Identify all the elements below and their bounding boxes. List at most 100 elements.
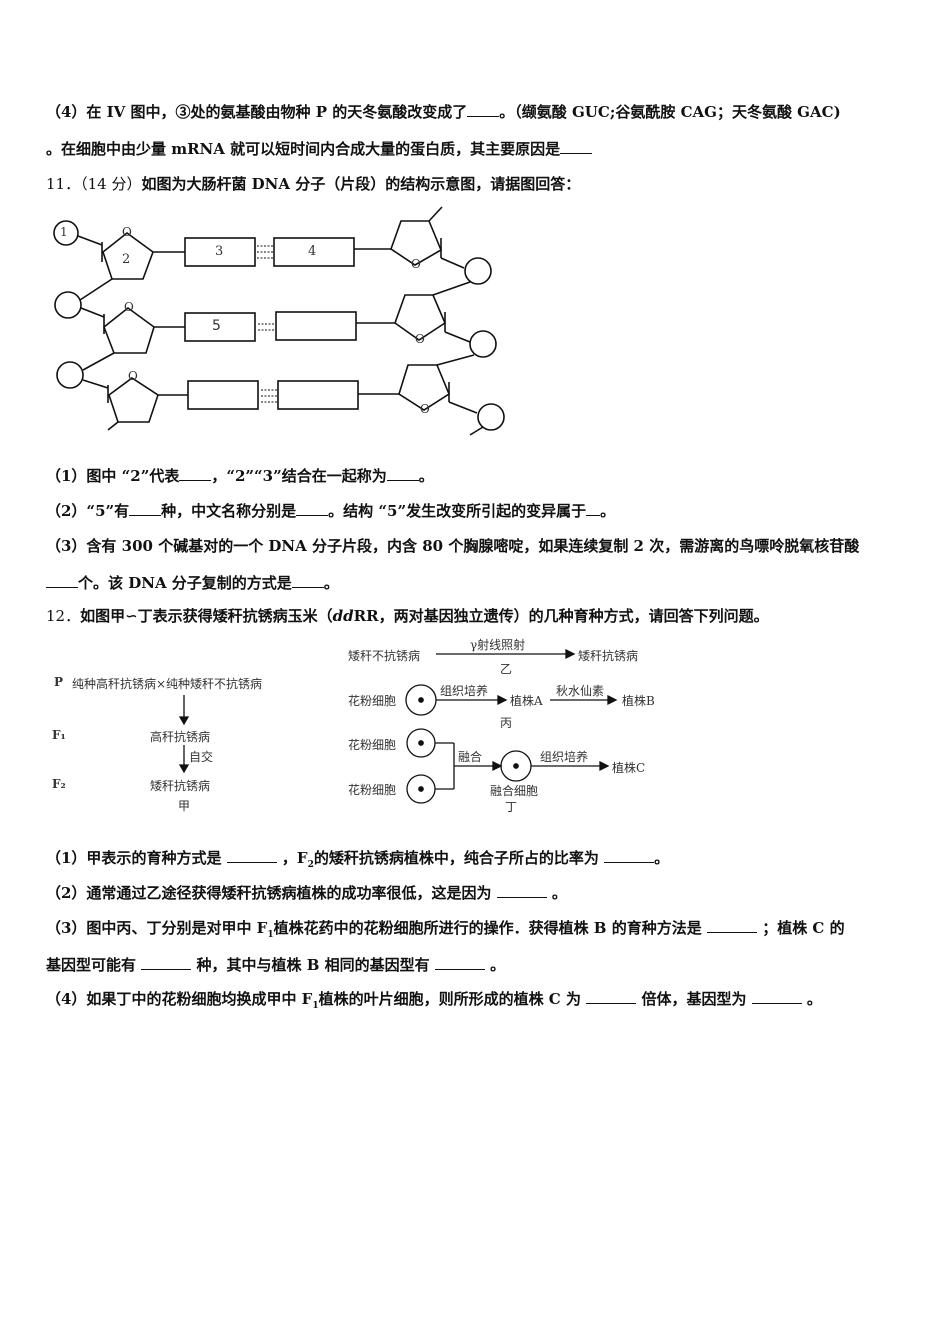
text: （3）图中丙、丁分别是对甲中 F bbox=[46, 919, 268, 937]
f1-phenotype: 高秆抗锈病 bbox=[150, 730, 211, 744]
ding-pollen-cell-1: 花粉细胞 bbox=[348, 738, 397, 752]
oxygen-label: O bbox=[415, 332, 425, 346]
answer-blank[interactable] bbox=[496, 883, 547, 898]
plant-a: 植株A bbox=[510, 694, 543, 708]
q11-sub3-line2: 个。该 DNA 分子复制的方式是 。 bbox=[46, 573, 339, 593]
deoxyribose-2-icon bbox=[102, 231, 154, 280]
answer-blank[interactable] bbox=[386, 466, 419, 481]
q12-sub3-line2: 基因型可能有 种，其中与植株 B 相同的基因型有 。 bbox=[46, 955, 505, 975]
deoxyribose-icon bbox=[103, 306, 155, 354]
label-5: 5 bbox=[212, 318, 221, 334]
label-3: 3 bbox=[215, 244, 224, 259]
answer-blank[interactable] bbox=[751, 989, 802, 1004]
fused-cell-label: 融合细胞 bbox=[490, 784, 539, 798]
q11-sub1: （1）图中 “2”代表 ，“2”“3”结合在一起称为 。 bbox=[46, 466, 434, 486]
parent-cross: 纯种高秆抗锈病×纯种矮秆不抗锈病 bbox=[72, 677, 263, 691]
figure-yi-bing-ding: 矮秆不抗锈病 γ射线照射 乙 矮秆抗锈病 花粉细胞 组织培养 植株A 秋水仙素 … bbox=[340, 630, 680, 820]
phosphate-1-icon bbox=[53, 220, 79, 246]
text: 植株的叶片细胞，则所形成的植株 C 为 bbox=[318, 990, 581, 1008]
q10-part4-text: （4）在 IV 图中，③处的氨基酸由物种 P 的天冬氨酸改变成了 bbox=[46, 103, 468, 121]
answer-blank[interactable] bbox=[434, 955, 485, 970]
text: 。结构 “5”发生改变所引起的变异属于 bbox=[328, 502, 587, 520]
text: 倍体，基因型为 bbox=[641, 990, 747, 1008]
q12-stem: 12．如图甲∽丁表示获得矮秆抗锈病玉米（ddRR，两对基因独立遗传）的几种育种方… bbox=[46, 606, 769, 626]
text: （1）图中 “2”代表 bbox=[46, 467, 180, 485]
f2-label: F₂ bbox=[52, 777, 66, 791]
oxygen-label: O bbox=[124, 300, 134, 314]
bing-pollen-cell: 花粉细胞 bbox=[348, 694, 397, 708]
genotype-rr: RR bbox=[353, 607, 379, 625]
text: 个。该 DNA 分子复制的方式是 bbox=[78, 574, 292, 592]
question-score: （14 分） bbox=[80, 175, 142, 193]
figure-caption-ding: 丁 bbox=[505, 800, 518, 814]
question-stem-end: ，两对基因独立遗传）的几种育种方式，请回答下列问题。 bbox=[378, 607, 769, 625]
answer-blank[interactable] bbox=[46, 573, 78, 588]
q11-sub2: （2）“5”有 种，中文名称分别是 。结构 “5”发生改变所引起的变异属于。 bbox=[46, 501, 615, 521]
q10-part4-line1: （4）在 IV 图中，③处的氨基酸由物种 P 的天冬氨酸改变成了 。（缬氨酸 GU… bbox=[46, 102, 841, 122]
text: 。 bbox=[551, 884, 567, 902]
q10-part4-text2: 。在细胞中由少量 mRNA 就可以短时间内合成大量的蛋白质，其主要原因是 bbox=[46, 140, 561, 158]
answer-blank[interactable] bbox=[226, 848, 277, 863]
base-4 bbox=[273, 237, 355, 267]
text: 种，中文名称分别是 bbox=[161, 502, 297, 520]
subscript: 2 bbox=[307, 860, 314, 870]
yi-start: 矮秆不抗锈病 bbox=[348, 649, 421, 663]
answer-blank[interactable] bbox=[129, 501, 162, 516]
figure-caption-jia: 甲 bbox=[178, 799, 191, 813]
figure-jia: P 纯种高秆抗锈病×纯种矮秆不抗锈病 F₁ 高秆抗锈病 自交 F₂ 矮秆抗锈病 … bbox=[40, 635, 330, 815]
answer-blank[interactable] bbox=[291, 573, 324, 588]
q12-sub1: （1）甲表示的育种方式是 ，F2的矮秆抗锈病植株中，纯合子所占的比率为 。 bbox=[46, 848, 669, 875]
text: ，F bbox=[281, 849, 308, 867]
dna-structure-diagram: 1 2 3 4 5 O O O O O O bbox=[40, 200, 520, 440]
answer-blank[interactable] bbox=[560, 139, 593, 154]
bing-tissue-culture: 组织培养 bbox=[440, 684, 489, 698]
oxygen-label: O bbox=[122, 225, 132, 239]
answer-blank[interactable] bbox=[179, 466, 212, 481]
q11-stem: 11．（14 分）如图为大肠杆菌 DNA 分子（片段）的结构示意图，请据图回答： bbox=[46, 174, 580, 194]
q10-part4-line2: 。在细胞中由少量 mRNA 就可以短时间内合成大量的蛋白质，其主要原因是 bbox=[46, 139, 593, 159]
text: 基因型可能有 bbox=[46, 956, 137, 974]
genotype-dd: dd bbox=[332, 607, 354, 625]
colchicine: 秋水仙素 bbox=[556, 684, 605, 698]
text: 。 bbox=[323, 574, 339, 592]
answer-blank[interactable] bbox=[586, 989, 637, 1004]
base-5 bbox=[184, 312, 256, 342]
q10-part4-codons: 。（缬氨酸 GUC;谷氨酰胺 CAG；天冬氨酸 GAC) bbox=[499, 103, 841, 121]
yi-result: 矮秆抗锈病 bbox=[578, 649, 639, 663]
oxygen-label: O bbox=[128, 369, 138, 383]
text: （2）“5”有 bbox=[46, 502, 130, 520]
answer-blank[interactable] bbox=[586, 501, 601, 516]
f2-phenotype: 矮秆抗锈病 bbox=[150, 779, 211, 793]
ding-tissue-culture: 组织培养 bbox=[540, 750, 589, 764]
text: 的矮秆抗锈病植株中，纯合子所占的比率为 bbox=[313, 849, 599, 867]
question-stem: 如图甲∽丁表示获得矮秆抗锈病玉米（ bbox=[80, 607, 333, 625]
text: 。 bbox=[600, 502, 616, 520]
answer-blank[interactable] bbox=[467, 102, 500, 117]
fusion-label: 融合 bbox=[458, 750, 483, 764]
text: ，“2”“3”结合在一起称为 bbox=[211, 467, 387, 485]
q12-sub4: （4）如果丁中的花粉细胞均换成甲中 F1植株的叶片细胞，则所形成的植株 C 为 … bbox=[46, 989, 822, 1016]
answer-blank[interactable] bbox=[141, 955, 192, 970]
answer-blank[interactable] bbox=[604, 848, 655, 863]
f1-label: F₁ bbox=[52, 728, 66, 742]
selfing-label: 自交 bbox=[189, 750, 214, 764]
q12-sub3-line1: （3）图中丙、丁分别是对甲中 F1植株花药中的花粉细胞所进行的操作．获得植株 B… bbox=[46, 918, 845, 945]
plant-b: 植株B bbox=[622, 694, 655, 708]
figure-caption-yi: 乙 bbox=[500, 662, 513, 676]
question-stem: 如图为大肠杆菌 DNA 分子（片段）的结构示意图，请据图回答： bbox=[141, 175, 581, 193]
text: 种，其中与植株 B 相同的基因型有 bbox=[196, 956, 430, 974]
phosphate-icon bbox=[56, 361, 84, 389]
label-2: 2 bbox=[122, 252, 131, 267]
q12-sub2: （2）通常通过乙途径获得矮秆抗锈病植株的成功率很低，这是因为 。 bbox=[46, 883, 567, 903]
text: 。 bbox=[654, 849, 670, 867]
subscript: 1 bbox=[267, 930, 274, 940]
text: （1）甲表示的育种方式是 bbox=[46, 849, 222, 867]
text: 。 bbox=[490, 956, 506, 974]
answer-blank[interactable] bbox=[296, 501, 329, 516]
answer-blank[interactable] bbox=[706, 918, 757, 933]
text: 。 bbox=[418, 467, 434, 485]
label-1: 1 bbox=[60, 225, 68, 239]
text: ；植株 C 的 bbox=[762, 919, 845, 937]
figure-caption-bing: 丙 bbox=[500, 716, 513, 730]
ding-pollen-cell-2: 花粉细胞 bbox=[348, 783, 397, 797]
